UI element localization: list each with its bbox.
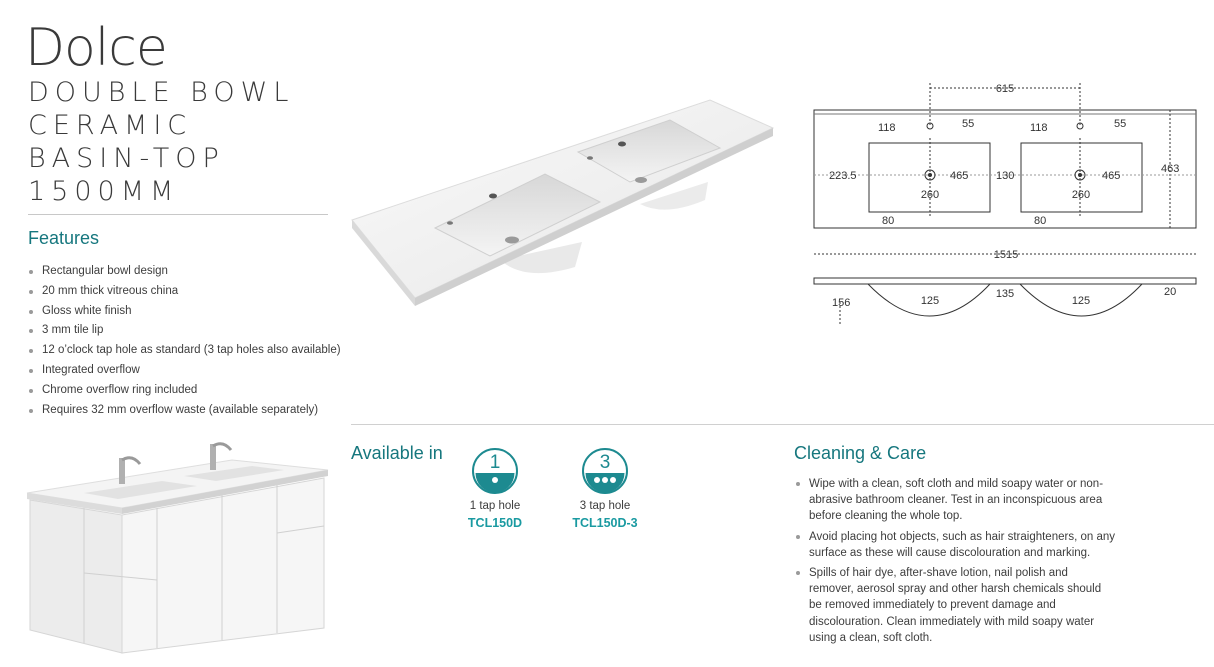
tap-option-3: 3 3 tap hole TCL150D-3 <box>550 447 660 530</box>
dim-bowl-depth-right: 260 <box>1072 189 1090 201</box>
feature-item: 12 o’clock tap hole as standard (3 tap h… <box>28 341 341 361</box>
care-list: Wipe with a clean, soft cloth and mild s… <box>795 476 1115 650</box>
subtitle-line: DOUBLE BOWL <box>28 77 295 108</box>
dim-edge-left: 223.5 <box>829 170 857 182</box>
care-item: Avoid placing hot objects, such as hair … <box>795 529 1115 561</box>
tap-option-number: 1 <box>490 452 501 473</box>
subtitle-line: BASIN-TOP <box>28 143 225 174</box>
feature-item: Chrome overflow ring included <box>28 381 341 401</box>
tap-option-number: 3 <box>600 452 611 473</box>
dim-bowl-width-left: 465 <box>950 170 968 182</box>
tap-option-code: TCL150D <box>467 516 523 530</box>
care-heading: Cleaning & Care <box>794 443 927 463</box>
feature-item: 20 mm thick vitreous china <box>28 282 341 302</box>
dim-depth: 463 <box>1161 163 1179 175</box>
basin-top-image <box>351 99 775 306</box>
product-subtitle: DOUBLE BOWL CERAMIC BASIN-TOP 1500MM <box>28 76 294 208</box>
dim-radius-left: 125 <box>921 295 939 307</box>
feature-item: Rectangular bowl design <box>28 262 341 282</box>
feature-item: Requires 32 mm overflow waste (available… <box>28 401 341 421</box>
dim-lip: 20 <box>1164 286 1176 298</box>
tap-option-1: 1 1 tap hole TCL150D <box>440 447 550 530</box>
dim-side-gap: 135 <box>996 288 1014 300</box>
vanity-cabinet-image <box>26 442 329 654</box>
product-brand: Dolce <box>25 18 168 78</box>
dim-between-bowls: 130 <box>996 170 1014 182</box>
dim-tap-offset-right: 55 <box>1114 118 1126 130</box>
features-heading: Features <box>28 228 100 248</box>
dim-bowl-depth-left: 260 <box>921 189 939 201</box>
features-list: Rectangular bowl design 20 mm thick vitr… <box>28 262 341 420</box>
care-item: Wipe with a clean, soft cloth and mild s… <box>795 476 1115 525</box>
dim-total-length: 1515 <box>994 249 1018 261</box>
dim-tap-offset-left: 55 <box>962 118 974 130</box>
subtitle-line: CERAMIC <box>28 110 193 141</box>
subtitle-line: 1500MM <box>28 176 180 207</box>
divider <box>28 214 328 215</box>
feature-item: Gloss white finish <box>28 302 341 322</box>
feature-item: Integrated overflow <box>28 361 341 381</box>
feature-item: 3 mm tile lip <box>28 321 341 341</box>
dim-front-left: 80 <box>882 215 894 227</box>
dim-bowl-top-right: 118 <box>1030 122 1048 134</box>
divider <box>351 424 1214 425</box>
tap-option-code: TCL150D-3 <box>572 516 638 530</box>
dim-bowl-width-right: 465 <box>1102 170 1120 182</box>
dim-underside-height: 156 <box>832 297 850 309</box>
dim-tap-spacing: 615 <box>996 83 1014 95</box>
dimension-drawing: 615 55 55 118 118 223.5 465 130 465 260 … <box>813 83 1197 324</box>
tap-option-label: 1 tap hole <box>469 500 521 512</box>
availability-heading: Available in <box>351 443 443 463</box>
dim-radius-right: 125 <box>1072 295 1090 307</box>
dim-bowl-top-left: 118 <box>878 122 896 134</box>
care-item: Spills of hair dye, after-shave lotion, … <box>795 565 1115 646</box>
one-tap-hole-icon: 1 <box>472 448 518 494</box>
dim-front-right: 80 <box>1034 215 1046 227</box>
three-tap-hole-icon: 3 <box>582 448 628 494</box>
tap-option-label: 3 tap hole <box>579 500 631 512</box>
